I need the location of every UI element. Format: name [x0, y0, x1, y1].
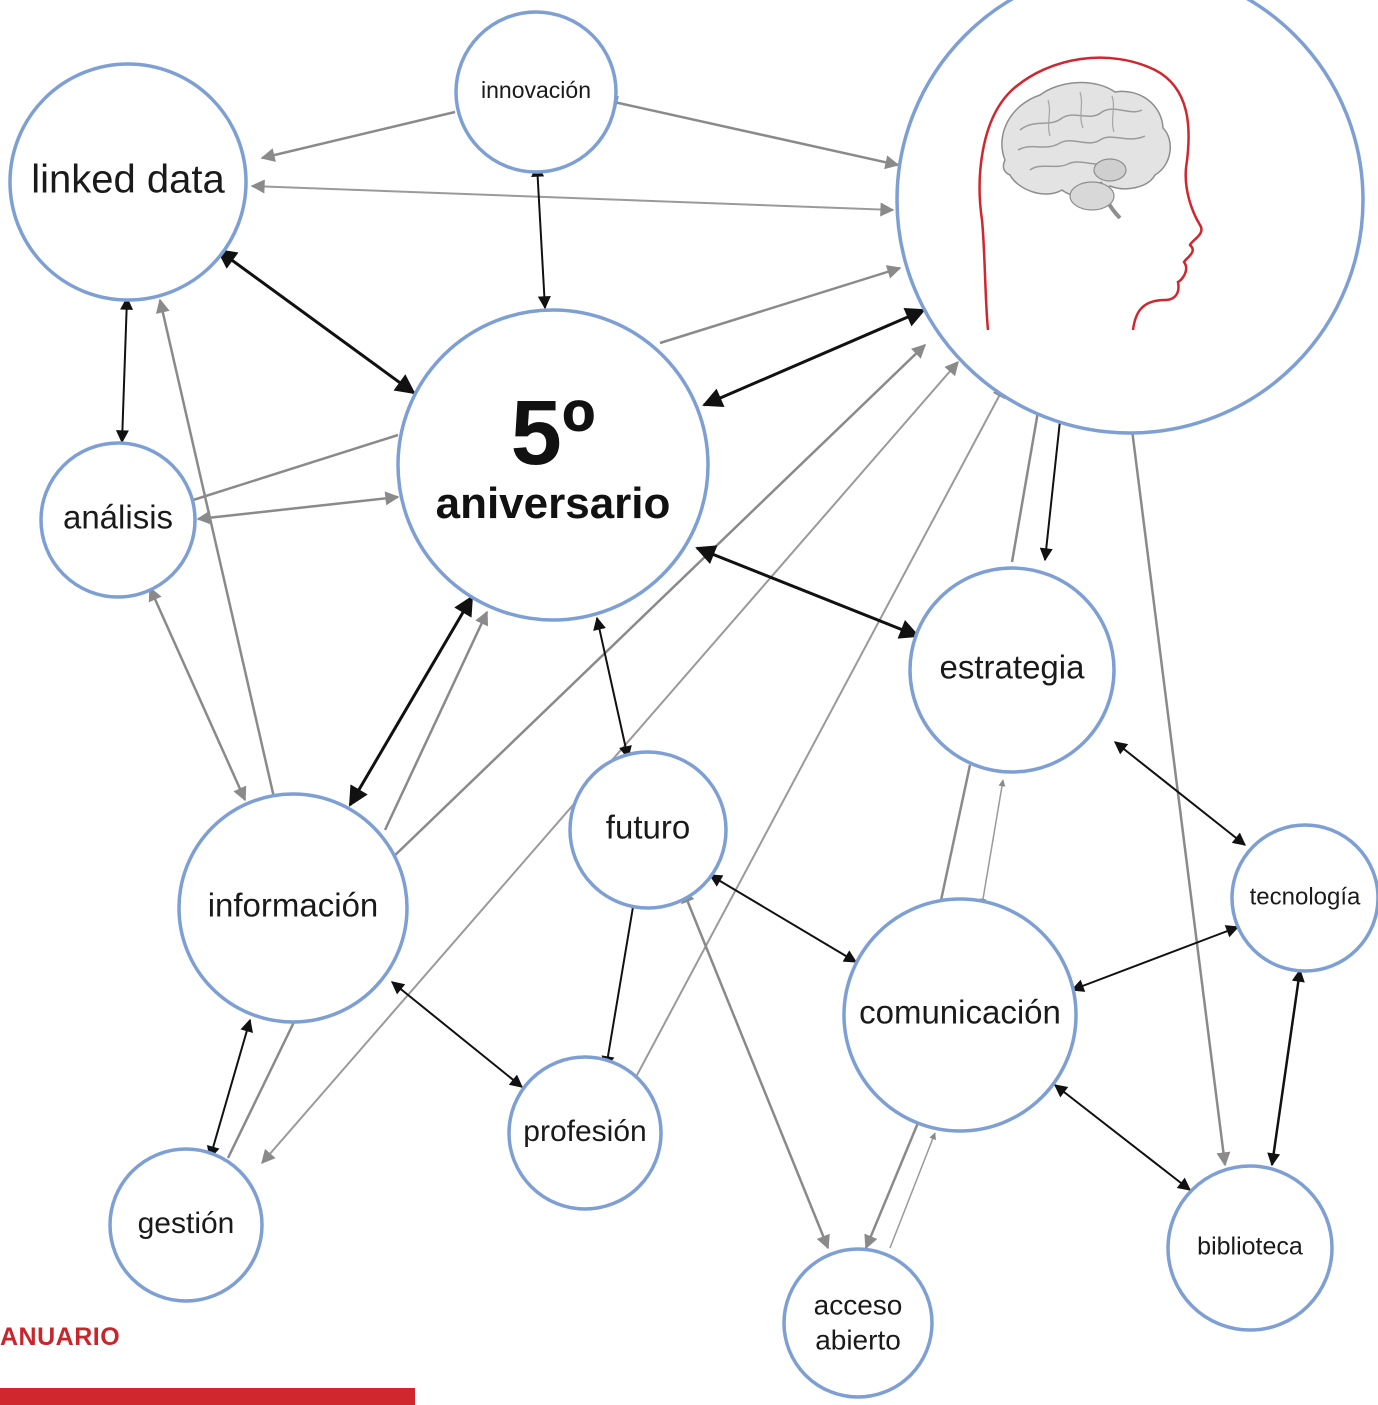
node-gestion: gestión — [108, 1147, 264, 1303]
anuario-accent-bar — [0, 1388, 415, 1405]
edge-biblioteca-brain — [1122, 396, 1231, 1167]
edge-analisis-aniversario-2 — [196, 491, 400, 525]
edge-analisis-aniversario-1 — [189, 433, 399, 503]
edges — [115, 95, 1305, 1250]
edge-informacion-profesion — [390, 981, 524, 1088]
node-informacion-label: información — [208, 887, 379, 924]
edge-linkeddata-brain — [250, 179, 895, 217]
edge-aniversario-estrategia — [695, 545, 920, 639]
edge-comunicacion-acceso-2 — [889, 1132, 936, 1249]
edge-tecnologia-biblioteca — [1267, 968, 1305, 1167]
node-innovacion: innovación — [454, 10, 618, 174]
edge-linkeddata-analisis — [115, 296, 134, 444]
node-tecnologia-label: tecnología — [1250, 883, 1361, 910]
edge-comunicacion-estrategia-2 — [979, 779, 1006, 906]
edge-innovacion-aniversario — [531, 163, 551, 310]
node-linked-data: linked data — [8, 62, 248, 302]
node-futuro: futuro — [568, 750, 728, 910]
edge-informacion-gestion — [207, 1018, 253, 1160]
node-gestion-label: gestión — [138, 1207, 235, 1240]
node-brain — [895, 0, 1365, 435]
head-outline-icon — [978, 56, 1203, 331]
edge-brain-estrategia — [1039, 400, 1068, 562]
center-number: 5º — [511, 382, 596, 484]
node-profesion-label: profesión — [523, 1115, 646, 1148]
edge-aniversario-brain — [659, 265, 902, 345]
edge-futuro-acceso — [681, 888, 830, 1250]
node-tecnologia: tecnología — [1230, 823, 1378, 973]
edge-estrategia-tecnologia — [1113, 741, 1247, 846]
node-comunicacion: comunicación — [842, 897, 1078, 1133]
edge-comunicacion-estrategia-1 — [938, 764, 972, 906]
node-acceso-abierto: acceso abierto — [782, 1247, 934, 1399]
node-estrategia-label: estrategia — [940, 649, 1086, 686]
center-label: aniversario — [436, 479, 671, 528]
node-acceso-label-line1: acceso — [814, 1289, 903, 1320]
brain-icon — [1001, 81, 1171, 220]
node-informacion: información — [177, 792, 409, 1024]
edge-comunicacion-tecnologia — [1070, 925, 1240, 992]
node-profesion: profesión — [507, 1055, 663, 1211]
node-biblioteca: biblioteca — [1166, 1164, 1334, 1332]
node-analisis: análisis — [39, 441, 197, 599]
node-futuro-label: futuro — [606, 809, 690, 846]
edge-estrategia-brain — [1010, 398, 1045, 563]
edge-innovacion-linkeddata — [260, 110, 456, 162]
anuario-label: ANUARIO — [0, 1323, 121, 1351]
edge-innovacion-brain — [603, 95, 900, 170]
node-linked-data-label: linked data — [31, 158, 225, 202]
node-comunicacion-label: comunicación — [859, 994, 1061, 1031]
edge-informacion-analisis — [148, 586, 247, 802]
edge-comunicacion-biblioteca — [1053, 1084, 1192, 1191]
edge-linkeddata-aniversario — [216, 248, 416, 395]
edge-aniversario-futuro — [593, 616, 632, 760]
node-analisis-label: análisis — [63, 499, 173, 536]
node-innovacion-label: innovación — [481, 77, 591, 103]
edge-informacion-linkeddata — [155, 298, 280, 816]
node-biblioteca-label: biblioteca — [1197, 1233, 1303, 1261]
node-acceso-label-line2: abierto — [815, 1324, 901, 1355]
node-estrategia: estrategia — [908, 566, 1116, 774]
edge-informacion-aniversario — [348, 595, 474, 807]
edge-aniversario-brain-black — [702, 307, 926, 408]
edge-comunicacion-acceso-1 — [864, 1117, 922, 1250]
edge-futuro-profesion — [601, 893, 640, 1070]
edge-futuro-comunicacion — [708, 874, 858, 963]
node-aniversario: 5º aniversario — [396, 308, 710, 622]
